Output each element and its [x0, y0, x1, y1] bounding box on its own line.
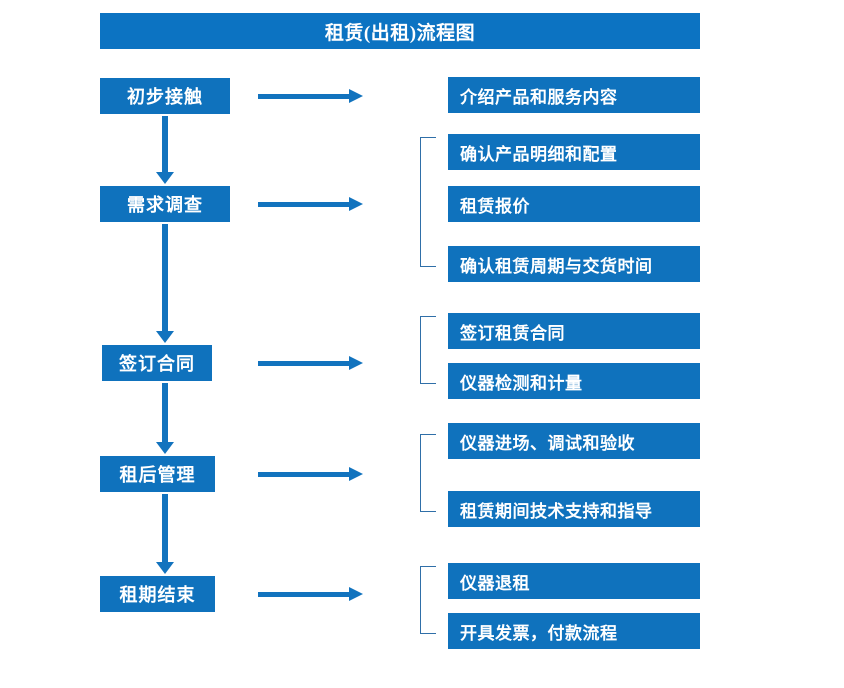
arrow-head [156, 331, 174, 343]
stage-box[interactable]: 初步接触 [100, 78, 230, 114]
arrow-down-icon [156, 494, 174, 574]
detail-box[interactable]: 仪器进场、调试和验收 [448, 423, 700, 459]
detail-box[interactable]: 确认产品明细和配置 [448, 134, 700, 170]
arrow-right-icon [258, 587, 363, 601]
detail-box[interactable]: 租赁报价 [448, 186, 700, 222]
arrow-shaft [258, 361, 350, 366]
detail-box-label: 介绍产品和服务内容 [460, 87, 618, 107]
detail-box[interactable]: 确认租赁周期与交货时间 [448, 246, 700, 282]
stage-box[interactable]: 租期结束 [100, 576, 215, 612]
stage-box-label: 租期结束 [119, 585, 196, 605]
arrow-right-icon [258, 467, 363, 481]
arrow-shaft [162, 116, 168, 174]
arrow-head [349, 587, 363, 601]
detail-box-label: 仪器退租 [460, 573, 530, 593]
detail-box-label: 签订租赁合同 [460, 323, 565, 343]
arrow-right-icon [258, 197, 363, 211]
arrow-shaft [162, 224, 168, 333]
stage-box[interactable]: 需求调查 [100, 186, 230, 222]
detail-box-label: 开具发票，付款流程 [460, 623, 618, 643]
arrow-shaft [258, 94, 350, 99]
arrow-head [156, 562, 174, 574]
arrow-down-icon [156, 383, 174, 454]
arrow-down-icon [156, 116, 174, 184]
detail-box[interactable]: 租赁期间技术支持和指导 [448, 491, 700, 527]
arrow-head [349, 197, 363, 211]
stage-box-label: 初步接触 [127, 87, 203, 107]
detail-box[interactable]: 介绍产品和服务内容 [448, 77, 700, 113]
detail-box[interactable]: 仪器检测和计量 [448, 363, 700, 399]
arrow-head [349, 356, 363, 370]
detail-box[interactable]: 仪器退租 [448, 563, 700, 599]
bracket-zuqi-group [420, 566, 436, 634]
detail-box-label: 确认产品明细和配置 [460, 144, 618, 164]
stage-box[interactable]: 签订合同 [102, 345, 212, 381]
stage-box-label: 签订合同 [119, 354, 195, 374]
arrow-right-icon [258, 356, 363, 370]
arrow-head [349, 89, 363, 103]
arrow-head [156, 442, 174, 454]
arrow-shaft [258, 472, 350, 477]
arrow-right-icon [258, 89, 363, 103]
detail-box-label: 租赁期间技术支持和指导 [460, 501, 653, 521]
detail-box-label: 仪器检测和计量 [460, 373, 583, 393]
stage-box-label: 需求调查 [127, 195, 203, 215]
stage-box[interactable]: 租后管理 [100, 456, 215, 492]
page-title: 租赁(出租)流程图 [100, 13, 700, 49]
arrow-shaft [162, 383, 168, 444]
detail-box[interactable]: 开具发票，付款流程 [448, 613, 700, 649]
detail-box-label: 确认租赁周期与交货时间 [460, 256, 653, 276]
arrow-head [349, 467, 363, 481]
arrow-shaft [258, 592, 350, 597]
arrow-shaft [258, 202, 350, 207]
bracket-qianding-group [420, 316, 436, 384]
detail-box-label: 仪器进场、调试和验收 [460, 433, 635, 453]
arrow-down-icon [156, 224, 174, 343]
bracket-xuqiu-group [420, 137, 436, 267]
arrow-head [156, 172, 174, 184]
bracket-zuhou-group [420, 434, 436, 512]
detail-box-label: 租赁报价 [460, 196, 530, 216]
stage-box-label: 租后管理 [119, 465, 196, 485]
arrow-shaft [162, 494, 168, 564]
detail-box[interactable]: 签订租赁合同 [448, 313, 700, 349]
